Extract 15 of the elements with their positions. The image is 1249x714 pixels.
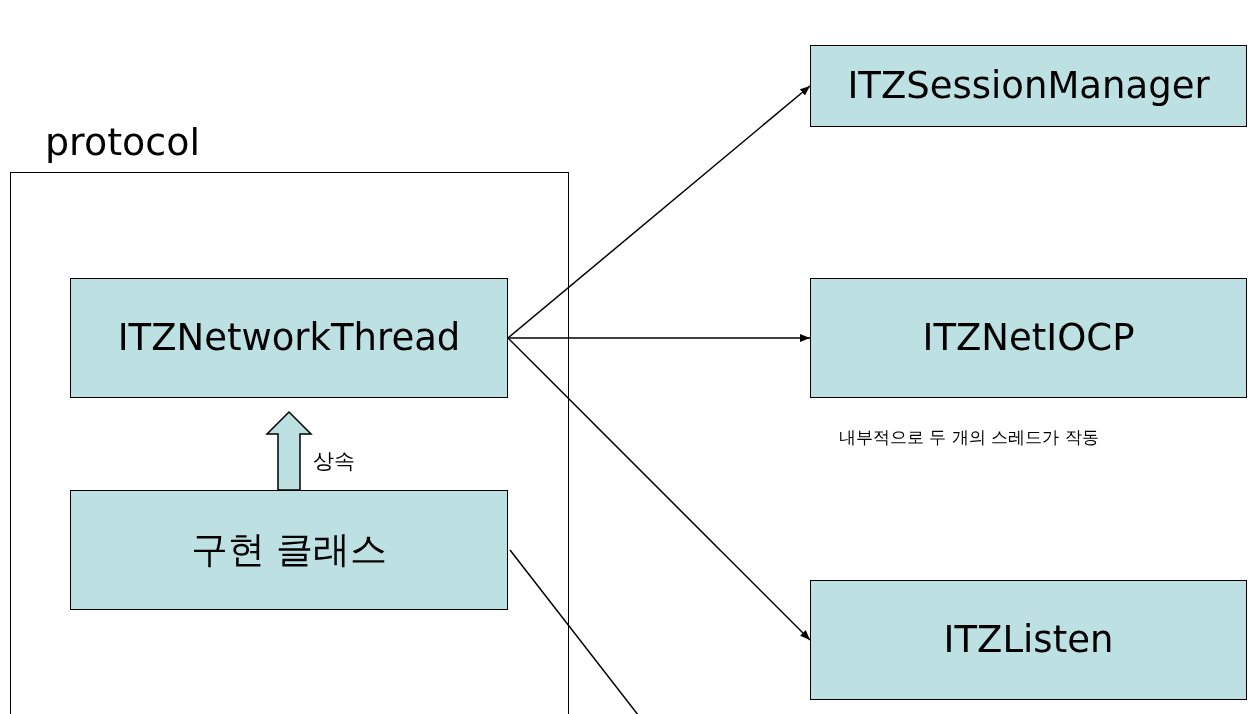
class-box bbox=[810, 580, 1247, 700]
class-name: ITZNetIOCP bbox=[922, 315, 1135, 362]
arrow bbox=[507, 337, 811, 641]
class-box bbox=[810, 45, 1247, 127]
class-name: ITZListen bbox=[943, 617, 1114, 664]
arrow bbox=[507, 334, 811, 342]
class-name: 구현 클래스 bbox=[190, 527, 388, 574]
class-box bbox=[70, 278, 508, 398]
note-text: 내부적으로 두 개의 스레드가 작동 bbox=[839, 426, 1099, 449]
class-name: ITZNetworkThread bbox=[117, 315, 461, 362]
inheritance-arrow bbox=[265, 410, 313, 491]
arrow bbox=[507, 85, 811, 339]
class-name: ITZSessionManager bbox=[847, 63, 1210, 110]
group-title: protocol bbox=[45, 119, 200, 166]
class-box bbox=[70, 490, 508, 610]
